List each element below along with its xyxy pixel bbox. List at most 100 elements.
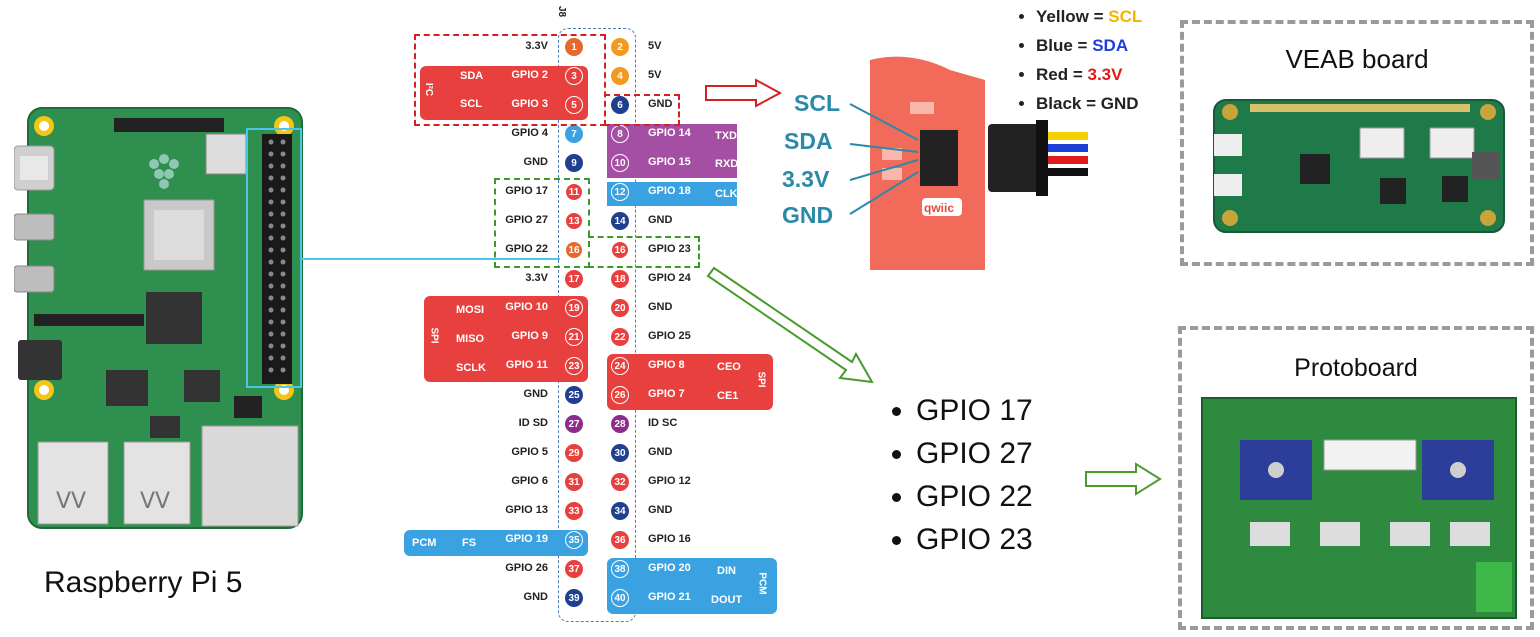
pin-right-number: 8 <box>611 125 629 143</box>
legend-yellow: Yellow = SCL <box>1036 2 1142 31</box>
pin-left-label: GPIO 4 <box>511 127 548 139</box>
pin-right-label: GPIO 15 <box>648 156 691 168</box>
pin-left-number: 11 <box>565 183 583 201</box>
legend-black: Black = GND <box>1036 89 1142 118</box>
pin-left-label: GPIO 27 <box>505 214 548 226</box>
miso-label: MISO <box>456 333 485 345</box>
spi-band: SPI MOSI MISO SCLK <box>424 296 588 382</box>
protoboard-frame: Protoboard <box>1178 326 1534 630</box>
pin-right-number: 28 <box>611 415 629 433</box>
pin-left-number: 33 <box>565 502 583 520</box>
i2c-highlight-box-right <box>604 94 680 126</box>
pin-right-label: GPIO 7 <box>648 388 685 400</box>
green-arrow-diagonal <box>700 262 880 397</box>
pin-right-label: GPIO 18 <box>648 185 691 197</box>
sclk-label: SCLK <box>456 362 486 374</box>
txd-label: TXD <box>715 130 737 142</box>
pin-right-number: 40 <box>611 589 629 607</box>
pin-left-number: 35 <box>565 531 583 549</box>
spi-right-band: CEO CE1 SPI <box>607 354 773 410</box>
pin-left-label: GPIO 5 <box>511 446 548 458</box>
scl-label: SCL <box>460 98 482 110</box>
qwiic-board-illustration <box>770 40 1110 271</box>
gpio-item: GPIO 17 <box>916 394 1033 428</box>
pi-caption: Raspberry Pi 5 <box>44 566 243 599</box>
pin-left-number: 9 <box>565 154 583 172</box>
pin-left-label: GPIO 13 <box>505 504 548 516</box>
pin-right-number: 10 <box>611 154 629 172</box>
pin-right-number: 30 <box>611 444 629 462</box>
pin-right-number: 16 <box>611 241 629 259</box>
pin-left-label: GND <box>523 591 548 603</box>
pin-row: 3.3V 1 2 5V <box>410 36 790 60</box>
pin-right-label: GPIO 14 <box>648 127 691 139</box>
pin-right-label: GPIO 16 <box>648 533 691 545</box>
pin-left-label: GPIO 17 <box>505 185 548 197</box>
pin-left-number: 19 <box>565 299 583 317</box>
pin-right-number: 14 <box>611 212 629 230</box>
pin-left-label: GPIO 9 <box>511 330 548 342</box>
connector-line <box>302 258 560 260</box>
pin-right-label: 5V <box>648 40 662 52</box>
pin-right-number: 18 <box>611 270 629 288</box>
gpio-item: GPIO 22 <box>916 480 1033 514</box>
veab-board-frame: VEAB board <box>1180 20 1534 266</box>
pin-right-label: GPIO 21 <box>648 591 691 603</box>
pin-left-label: 3.3V <box>525 40 548 52</box>
pin-right-label: GND <box>648 446 673 458</box>
gpio-highlight-box-right <box>588 236 700 268</box>
raspberry-pi-illustration: VV VV <box>13 104 314 534</box>
pin-right-label: GPIO 20 <box>648 562 691 574</box>
pin-right-number: 38 <box>611 560 629 578</box>
gpio-item: GPIO 23 <box>916 523 1033 557</box>
sda-label: SDA <box>460 70 484 82</box>
pin-right-number: 20 <box>611 299 629 317</box>
header-label: J8 <box>556 5 568 18</box>
din-label: DIN <box>717 565 736 577</box>
pin-right-number: 34 <box>611 502 629 520</box>
fs-label: FS <box>462 537 477 549</box>
ceo-label: CEO <box>717 361 741 373</box>
pcm-band: PCM FS <box>404 530 588 556</box>
pin-left-number: 27 <box>565 415 583 433</box>
pin-left-label: ID SD <box>518 417 548 429</box>
pin-left-number: 3 <box>565 67 583 85</box>
pin-left-number: 29 <box>565 444 583 462</box>
pin-left-label: GPIO 26 <box>505 562 548 574</box>
pin-right-number: 4 <box>611 67 629 85</box>
pin-row: GPIO 5 29 30 GND <box>410 442 790 466</box>
pcm-right-band: DIN DOUT PCM <box>607 558 777 614</box>
qwiic-logo: qwiic <box>924 201 955 215</box>
pin-left-label: GPIO 10 <box>505 301 548 313</box>
gpio-list: GPIO 17 GPIO 27 GPIO 22 GPIO 23 <box>870 394 1033 566</box>
pin-left-label: GPIO 2 <box>511 69 548 81</box>
pin-right-number: 12 <box>611 183 629 201</box>
pin-right-label: GND <box>648 214 673 226</box>
pin-right-number: 24 <box>611 357 629 375</box>
pin-left-label: GPIO 19 <box>505 533 548 545</box>
veab-board-image <box>1213 99 1505 233</box>
pin-left-number: 1 <box>565 38 583 56</box>
pin-right-label: GPIO 8 <box>648 359 685 371</box>
svg-text:VV: VV <box>56 489 86 514</box>
pin-left-number: 5 <box>565 96 583 114</box>
pin-left-number: 21 <box>565 328 583 346</box>
pin-right-number: 2 <box>611 38 629 56</box>
qwiic-3v3-label: 3.3V <box>782 166 830 192</box>
ce1-label: CE1 <box>717 390 739 402</box>
pin-right-number: 32 <box>611 473 629 491</box>
pin-left-number: 39 <box>565 589 583 607</box>
